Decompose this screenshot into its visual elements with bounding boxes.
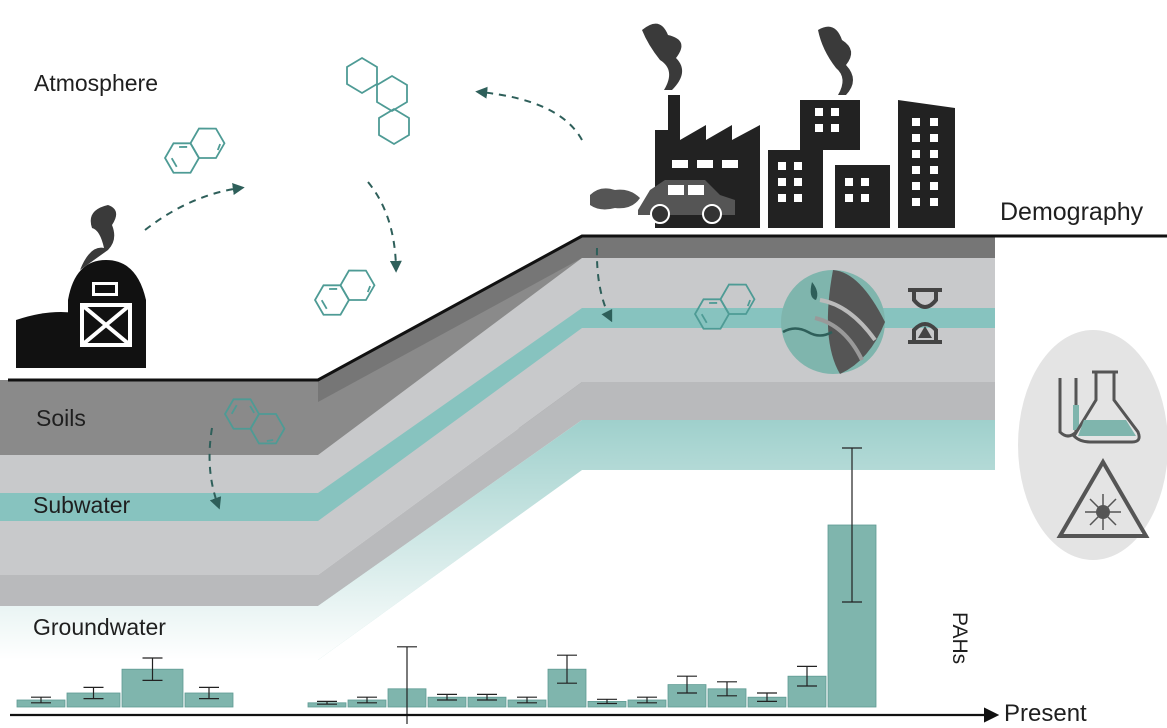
naphthalene-molecule-icon [309,262,380,323]
error-bar [199,686,219,700]
error-bar [31,696,51,704]
error-bar [357,696,377,704]
error-bar [677,675,697,694]
naphthalene-molecule-icon [159,120,230,181]
present-axis-label: Present [1004,700,1087,727]
error-bar [83,686,104,700]
pahs-axis-label: PAHs [948,612,971,665]
axis-break-marks [918,612,966,632]
error-bar [397,646,417,724]
groundwater-fade [0,420,995,660]
ground-surface-line [8,234,1167,382]
building-windows [778,108,938,206]
subwater-label: Subwater [33,492,131,518]
error-bar [142,657,163,682]
soil-layer-upper-band [318,236,995,402]
lab-glassware-icon [1058,370,1141,444]
mid-layer [0,382,995,606]
error-bar [437,693,457,701]
barn-icon [16,205,146,368]
demography-label: Demography [1000,198,1144,226]
error-bar [597,698,617,705]
error-bar [842,447,862,603]
error-bar [477,693,497,701]
hourglass-icon [908,288,942,344]
transport-arrows [144,86,613,510]
error-bar [717,681,737,697]
sediment-core-icon [781,270,885,374]
lab-analysis-oval [1018,330,1167,560]
car-icon [590,180,735,224]
phenanthrene-molecule-icon [346,56,410,146]
groundwater-label: Groundwater [33,614,166,640]
error-bar [517,696,537,704]
soils-label: Soils [36,405,86,431]
strata [0,234,1167,660]
pah-bar-chart [16,447,966,724]
error-bar [797,665,817,687]
error-bar [637,696,657,704]
error-bar [557,654,577,684]
atmosphere-label: Atmosphere [34,70,159,96]
error-bar [757,692,777,703]
subwater-band [0,308,995,521]
error-bar [317,700,337,705]
laser-warning-icon [1056,458,1150,538]
